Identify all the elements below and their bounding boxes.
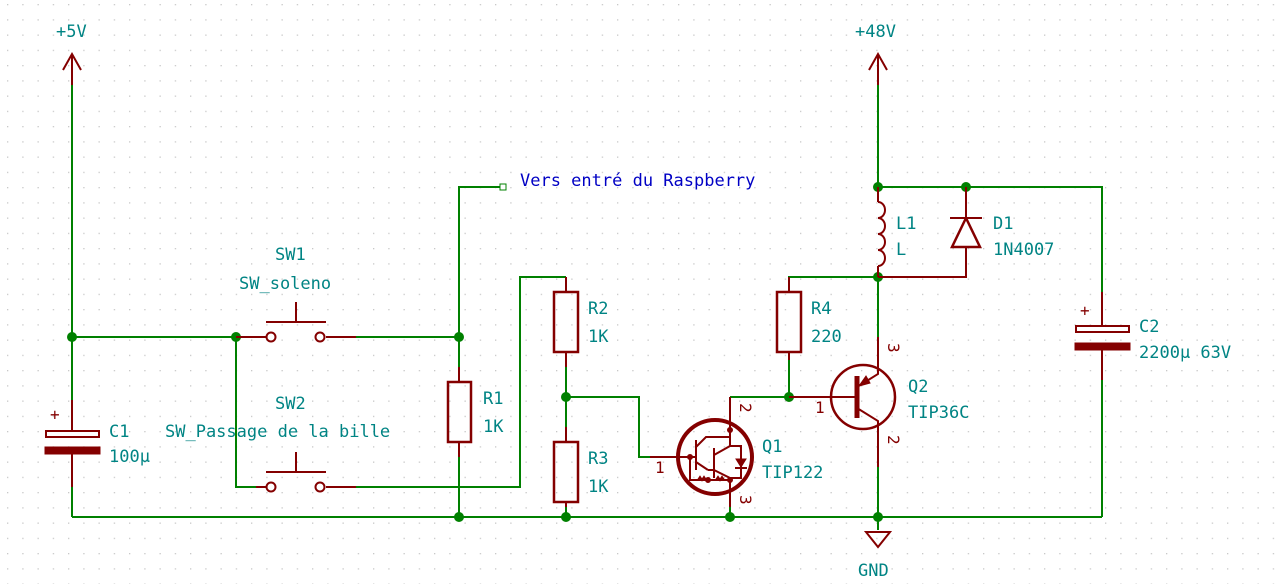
component-c2[interactable]: + C2 2200µ 63V [1074,292,1231,380]
c2-plate-negative [1074,342,1131,351]
r1-body [446,380,473,444]
r2-value: 1K [588,327,609,347]
component-r3[interactable]: R3 1K [552,427,609,507]
q1-internal-resistors [689,457,730,482]
c2-ref: C2 [1139,317,1159,337]
junction-dot [561,392,571,402]
l1-ref: L1 [896,214,916,234]
wire-48v-to-c2 [878,186,1103,307]
component-q2[interactable]: 1 3 2 Q2 TIP36C [789,337,969,467]
sw2-actuator-icon [266,452,326,473]
c2-value: 2200µ 63V [1139,343,1231,363]
junction-dot [561,512,571,522]
wire-to-raspberry [458,186,500,337]
power-gnd[interactable]: GND [858,531,893,581]
inductor-coil-icon [877,187,886,277]
r4-value: 220 [811,327,842,347]
sw2-contact [265,481,277,493]
q2-ref: Q2 [908,377,928,397]
net-label-text: Vers entré du Raspberry [520,171,755,191]
r2-ref: R2 [588,299,608,319]
power-5v-label: +5V [56,22,87,42]
wire-divider-to-q1 [566,396,650,458]
d1-ref: D1 [993,214,1013,234]
q1-pin-base: 1 [655,458,665,477]
sw1-actuator-icon [266,302,326,323]
q1-node [687,454,693,460]
ground-icon [863,531,893,549]
q2-collector [856,407,879,467]
component-r2[interactable]: R2 1K [552,277,609,367]
junction-dot [725,512,735,522]
junctions [67,182,971,522]
r3-value: 1K [588,477,609,497]
r3-body [552,440,580,504]
sw1-contact [314,331,326,343]
sw2-value: SW_Passage de la bille [165,422,390,442]
q1-node [727,427,733,433]
r4-ref: R4 [811,299,831,319]
r1-value: 1K [483,417,504,437]
component-q1[interactable]: 1 2 3 Q1 TIP122 [650,397,823,507]
power-arrow-icon [62,51,82,85]
junction-dot [454,512,464,522]
r3-ref: R3 [588,449,608,469]
junction-dot [454,332,464,342]
component-l1[interactable]: L1 L [877,187,916,277]
component-r1[interactable]: R1 1K [446,367,504,457]
q2-pin-collector: 2 [884,435,903,445]
q1-node [705,477,711,483]
sw1-contact [265,331,277,343]
q1-node [727,477,733,483]
d1-value: 1N4007 [993,240,1054,260]
c2-polarity: + [1080,301,1090,320]
sw2-ref: SW2 [275,394,306,414]
power-48v[interactable]: +48V [855,22,896,85]
component-sw1[interactable]: SW1 SW_soleno [236,245,356,343]
c1-plate-positive [45,430,100,438]
r2-body [552,290,580,354]
q2-pin-emitter: 3 [884,343,903,353]
q1-pin-emitter: 3 [736,495,755,505]
wire-to-sw2 [235,337,256,488]
net-label-connector-icon [499,183,507,191]
power-5v[interactable]: +5V [56,22,87,85]
c1-polarity: + [50,405,60,424]
sw1-ref: SW1 [275,245,306,265]
l1-value: L [896,240,906,260]
q1-diode-arrow [735,458,747,468]
q2-pin-base: 1 [815,398,825,417]
net-label-raspberry[interactable]: Vers entré du Raspberry [499,171,755,191]
component-r4[interactable]: R4 220 [775,277,842,360]
q2-value: TIP36C [908,403,969,423]
component-c1[interactable]: + C1 100µ [44,400,150,487]
r4-body [775,290,803,354]
c1-value: 100µ [109,447,150,467]
power-gnd-label: GND [858,561,889,581]
c1-plate-negative [44,446,101,455]
r1-ref: R1 [483,389,503,409]
power-arrow-icon [868,51,888,85]
component-d1[interactable]: D1 1N4007 [878,187,1054,278]
diode-icon [950,215,982,249]
junction-dot [873,512,883,522]
sw1-value: SW_soleno [239,274,331,294]
q1-value: TIP122 [762,463,823,483]
q2-emitter-arrow [857,375,871,387]
c2-plate-positive [1075,325,1130,333]
sw2-contact [314,481,326,493]
junction-dot [67,332,77,342]
q1-ref: Q1 [762,437,782,457]
component-sw2[interactable]: SW2 SW_Passage de la bille [165,394,390,493]
wire-sw2-to-r2 [356,276,566,488]
c1-ref: C1 [109,422,129,442]
power-48v-label: +48V [855,22,896,42]
q1-pin-collector: 2 [736,403,755,413]
